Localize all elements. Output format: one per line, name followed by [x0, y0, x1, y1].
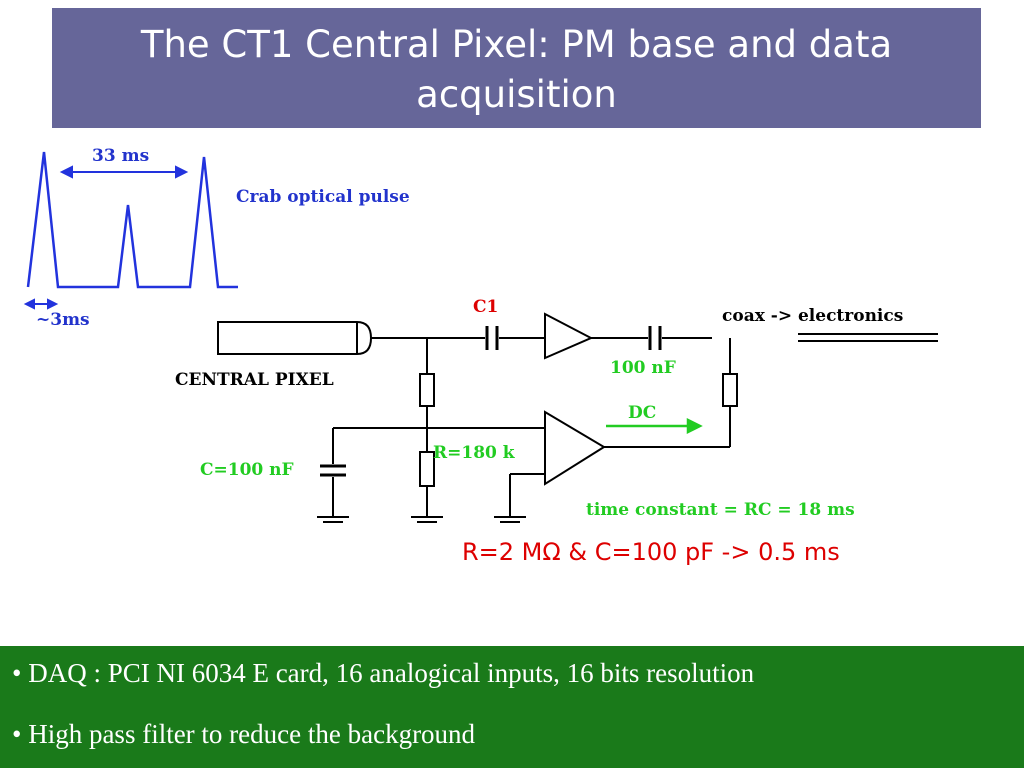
- c1-label: C1: [473, 297, 498, 317]
- rc-formula: R=2 MΩ & C=100 pF -> 0.5 ms: [462, 538, 840, 566]
- time-constant-label: time constant = RC = 18 ms: [586, 500, 855, 520]
- dc-label: DC: [628, 403, 656, 423]
- dc-arrow: [606, 417, 703, 435]
- width-arrow: [23, 298, 59, 310]
- slide-title-line1: The CT1 Central Pixel: PM base and data: [140, 23, 893, 66]
- bullet-box: • DAQ : PCI NI 6034 E card, 16 analogica…: [0, 646, 1024, 768]
- width-label: ~3ms: [36, 310, 90, 330]
- r-180k-label: R=180 k: [433, 443, 516, 463]
- c-100nf-label: C=100 nF: [200, 460, 294, 480]
- slide-title-line2: acquisition: [416, 73, 617, 116]
- bullet-filter: • High pass filter to reduce the backgro…: [12, 719, 476, 749]
- amplifier-1: [544, 312, 594, 360]
- cap-100nf-label: 100 nF: [610, 358, 676, 378]
- circuit-diagram: 33 ms Crab optical pulse ~3ms: [23, 146, 938, 523]
- pm-tube: [217, 321, 373, 355]
- central-pixel-label: CENTRAL PIXEL: [175, 370, 334, 390]
- slide-title: The CT1 Central Pixel: PM base and data …: [52, 8, 981, 120]
- circuit-wiring: [217, 312, 938, 523]
- period-arrow: [59, 165, 189, 179]
- amplifier-2: [544, 410, 606, 486]
- crab-pulse-waveform: [26, 151, 238, 289]
- bullet-daq: • DAQ : PCI NI 6034 E card, 16 analogica…: [12, 658, 755, 688]
- period-label: 33 ms: [92, 146, 149, 166]
- pulse-title-label: Crab optical pulse: [236, 187, 410, 207]
- coax-label: coax -> electronics: [722, 306, 903, 326]
- pulse-trace: [26, 151, 238, 289]
- title-banner: The CT1 Central Pixel: PM base and data …: [52, 8, 981, 128]
